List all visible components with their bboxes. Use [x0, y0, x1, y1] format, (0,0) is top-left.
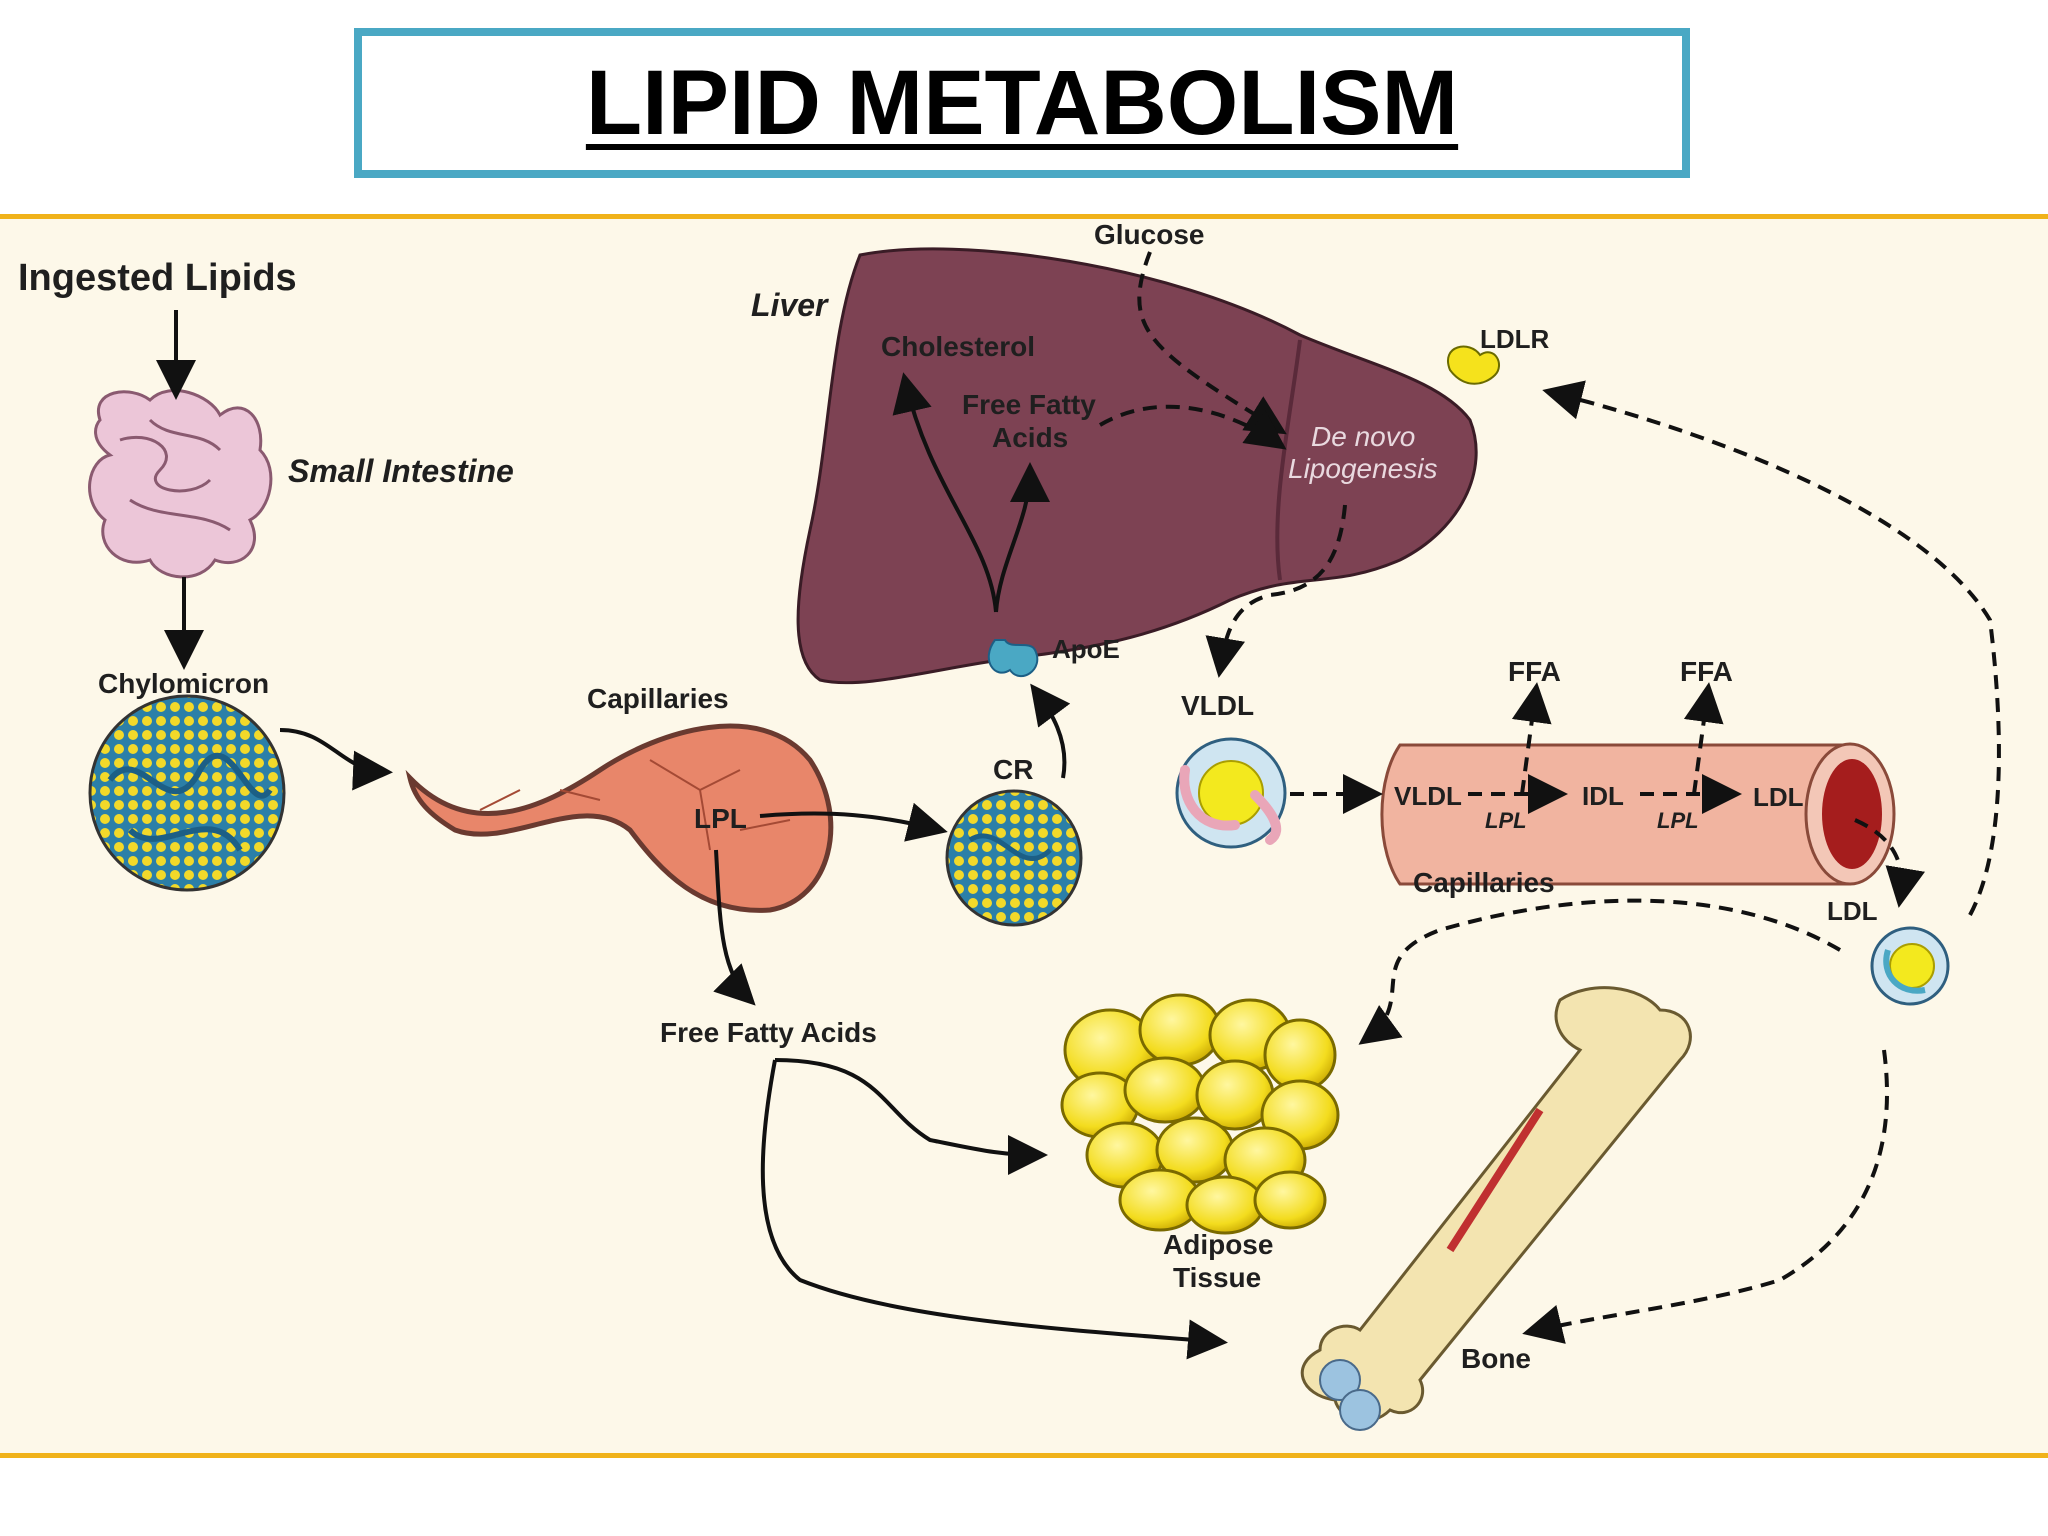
- arrow-ffa-up-1: [1511, 682, 1552, 795]
- liver-illustration: [796, 247, 1478, 685]
- label-vldl-particle: VLDL: [1181, 690, 1254, 721]
- label-free-fatty-acids-bottom: Free Fatty Acids: [660, 1017, 877, 1048]
- arrow-cr-to-apoe: [1030, 683, 1071, 779]
- apoe-receptor-icon: [987, 639, 1039, 677]
- label-chylomicron: Chylomicron: [98, 668, 269, 699]
- label-ldl-particle: LDL: [1827, 896, 1878, 926]
- blood-vessel-illustration: [1380, 742, 1896, 886]
- label-free-fatty-acids-liver-2: Acids: [992, 422, 1068, 453]
- label-lpl-left: LPL: [694, 803, 747, 834]
- label-small-intestine: Small Intestine: [288, 453, 514, 489]
- label-ffa-1: FFA: [1508, 656, 1561, 687]
- arrow-ffa-to-denovo: [1098, 404, 1287, 450]
- label-capillaries-right: Capillaries: [1413, 867, 1555, 898]
- arrow-ffa-up-2: [1683, 682, 1724, 795]
- label-cr: CR: [993, 754, 1033, 785]
- vldl-particle: [1175, 737, 1287, 849]
- arrow-apoe-to-cholesterol: [892, 372, 998, 613]
- label-ingested-lipids: Ingested Lipids: [18, 257, 297, 299]
- label-lpl-2: LPL: [1657, 808, 1699, 833]
- arrow-lpl-to-cr: [759, 802, 948, 842]
- ldlr-receptor-icon: [1447, 345, 1500, 385]
- arrow-ffa-to-bone: [760, 1059, 1228, 1360]
- arrow-glucose-to-denovo: [1137, 251, 1287, 435]
- label-apoe: ApoE: [1052, 634, 1120, 664]
- arrow-apoe-to-ffa-liver: [994, 462, 1050, 613]
- label-ldl-vessel: LDL: [1753, 782, 1804, 812]
- title-box: LIPID METABOLISM: [354, 28, 1690, 178]
- arrow-lpl-to-ffa: [713, 849, 756, 1006]
- adipose-tissue-illustration: [1060, 993, 1340, 1235]
- label-free-fatty-acids-liver-1: Free Fatty: [962, 389, 1096, 420]
- label-de-novo-2: Lipogenesis: [1288, 453, 1437, 484]
- arrow-ldl-to-ldlr: [1542, 380, 2001, 916]
- arrow-chylomicron-to-capillaries: [279, 728, 393, 791]
- label-bone: Bone: [1461, 1343, 1531, 1374]
- label-cholesterol: Cholesterol: [881, 331, 1035, 362]
- capillaries-left-illustration: [405, 723, 834, 913]
- label-ffa-2: FFA: [1680, 656, 1733, 687]
- small-intestine-illustration: [88, 389, 273, 579]
- arrow-vessel-to-ldl: [1854, 818, 1925, 908]
- arrow-ldl-to-bone: [1522, 1049, 1889, 1344]
- label-adipose-2: Tissue: [1173, 1262, 1261, 1293]
- label-adipose-1: Adipose: [1163, 1229, 1273, 1260]
- arrow-ldl-to-adipose: [1358, 898, 1842, 1045]
- label-vldl-vessel: VLDL: [1394, 781, 1462, 811]
- bone-illustration: [1300, 986, 1692, 1431]
- label-liver: Liver: [751, 287, 829, 323]
- label-ldlr: LDLR: [1480, 324, 1550, 354]
- arrow-ffa-to-adipose: [774, 1058, 1048, 1175]
- label-glucose: Glucose: [1094, 219, 1204, 250]
- chylomicron-remnant-particle: [945, 789, 1083, 927]
- arrow-denovo-to-vldl: [1205, 504, 1347, 678]
- label-capillaries-left: Capillaries: [587, 683, 729, 714]
- ldl-particle: [1870, 926, 1950, 1006]
- label-de-novo-1: De novo: [1311, 421, 1415, 452]
- label-idl: IDL: [1582, 781, 1624, 811]
- label-lpl-1: LPL: [1485, 808, 1527, 833]
- page-title: LIPID METABOLISM: [585, 51, 1459, 154]
- chylomicron-particle: [88, 694, 286, 892]
